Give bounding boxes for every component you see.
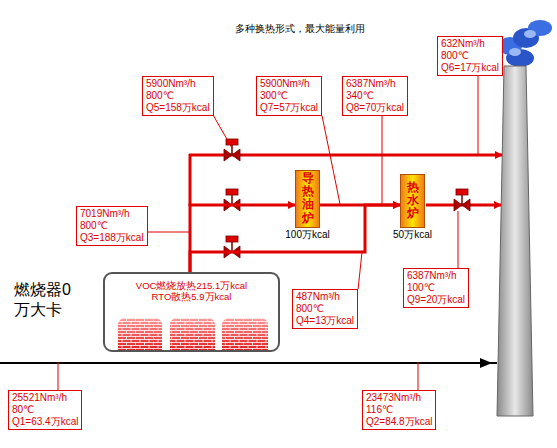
- data-callout: 5900Nm³/h800℃Q5=158万kcal: [142, 76, 214, 116]
- leader-line: [214, 116, 232, 148]
- heater-capacity: 50万kcal: [392, 229, 433, 241]
- leader-line: [58, 362, 59, 390]
- callout-text: 5900Nm³/h: [146, 78, 210, 90]
- chimney: [497, 66, 533, 416]
- flow-arrow: [480, 358, 492, 368]
- callout-text: 6387Nm³/h: [407, 270, 465, 282]
- rto-text: RTO散热5.9万kcal: [105, 291, 278, 302]
- flue-gas-pipe: [190, 205, 295, 272]
- callout-text: 800℃: [80, 220, 144, 232]
- data-callout: 632Nm³/h800℃Q6=17万kcal: [437, 36, 503, 76]
- leader-line: [478, 76, 479, 154]
- callout-text: Q7=57万kcal: [260, 102, 318, 114]
- main-pipe: [0, 362, 497, 364]
- leader-line: [418, 362, 419, 390]
- callout-text: 7019Nm³/h: [80, 208, 144, 220]
- valve: [224, 189, 240, 211]
- heater-name: 热水炉: [407, 181, 419, 221]
- callout-text: 800℃: [146, 90, 210, 102]
- callout-text: Q3=188万kcal: [80, 232, 144, 244]
- data-callout: 25521Nm³/h80℃Q1=63.4万kcal: [8, 390, 82, 430]
- callout-text: Q1=63.4万kcal: [12, 416, 78, 428]
- callout-text: Q4=13万kcal: [296, 315, 354, 327]
- callout-text: Q9=20万kcal: [407, 294, 465, 306]
- heater-box: 热水炉50万kcal: [400, 174, 425, 228]
- data-callout: 6387Nm³/h340℃Q8=70万kcal: [342, 76, 408, 116]
- leader-line: [322, 116, 340, 204]
- heater-box: 导热油炉100万kcal: [295, 170, 320, 228]
- rto-box: VOC燃烧放热215.1万kcalRTO散热5.9万kcal: [103, 272, 280, 352]
- leader-line: [358, 252, 362, 289]
- callout-text: 23473Nm³/h: [366, 392, 432, 404]
- callout-text: 340℃: [346, 90, 404, 102]
- callout-text: 300℃: [260, 90, 318, 102]
- data-callout: 487Nm³/h800℃Q4=13万kcal: [292, 289, 358, 329]
- leader-line: [148, 232, 189, 233]
- data-callout: 6387Nm³/h100℃Q9=20万kcal: [403, 268, 469, 308]
- callout-text: 6387Nm³/h: [346, 78, 404, 90]
- valve: [224, 139, 240, 161]
- heater-name: 导热油炉: [302, 172, 314, 225]
- heater-capacity: 100万kcal: [284, 229, 330, 241]
- callout-text: 100℃: [407, 282, 465, 294]
- data-callout: 5900Nm³/h300℃Q7=57万kcal: [256, 76, 322, 116]
- callout-text: 800℃: [296, 303, 354, 315]
- leader-line: [458, 211, 459, 268]
- rto-chambers: [118, 318, 268, 350]
- data-callout: 7019Nm³/h800℃Q3=188万kcal: [76, 206, 148, 246]
- burner-label: 燃烧器0 万大卡: [14, 280, 82, 320]
- callout-text: 5900Nm³/h: [260, 78, 318, 90]
- callout-text: 80℃: [12, 404, 78, 416]
- callout-text: 632Nm³/h: [441, 38, 499, 50]
- callout-text: Q2=84.8万kcal: [366, 416, 432, 428]
- callout-text: 116℃: [366, 404, 432, 416]
- callout-text: 487Nm³/h: [296, 291, 354, 303]
- data-callout: 23473Nm³/h116℃Q2=84.8万kcal: [362, 390, 436, 430]
- smoke: [498, 20, 552, 67]
- callout-text: Q8=70万kcal: [346, 102, 404, 114]
- rto-text: VOC燃烧放热215.1万kcal: [105, 280, 278, 291]
- callout-text: Q6=17万kcal: [441, 62, 499, 74]
- valve: [224, 236, 240, 258]
- callout-text: Q5=158万kcal: [146, 102, 210, 114]
- riser-pipe: [189, 154, 192, 206]
- diagram-title: 多种换热形式，最大能量利用: [0, 22, 557, 36]
- leader-line: [382, 116, 383, 204]
- callout-text: 25521Nm³/h: [12, 392, 78, 404]
- valve: [454, 189, 470, 211]
- callout-text: 800℃: [441, 50, 499, 62]
